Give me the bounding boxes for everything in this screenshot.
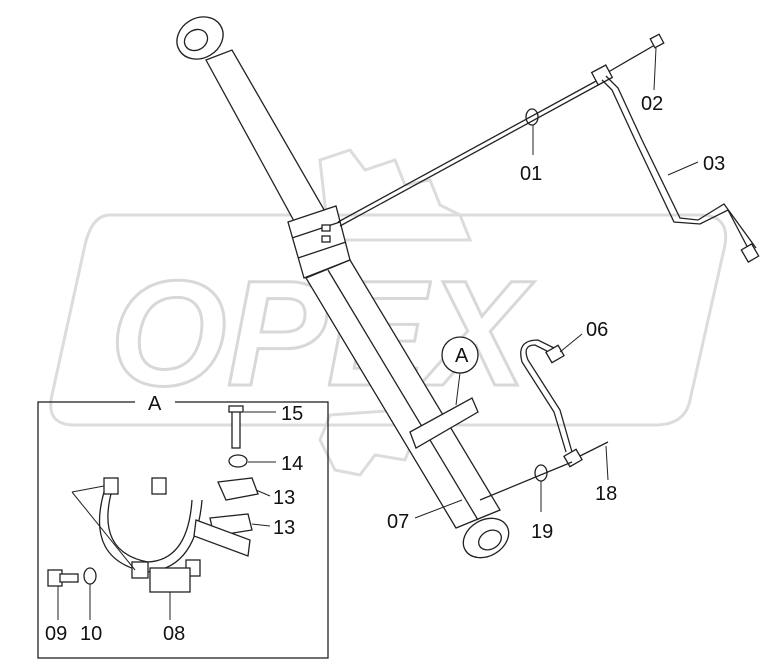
lower-hydraulic-line bbox=[479, 339, 609, 501]
callout-15: 15 bbox=[281, 403, 303, 425]
detail-view-label: A bbox=[148, 393, 162, 415]
callout-01: 01 bbox=[520, 163, 542, 185]
callout-19: 19 bbox=[531, 521, 553, 543]
callout-03: 03 bbox=[703, 153, 725, 175]
cylinder bbox=[176, 16, 510, 559]
callout-02: 02 bbox=[641, 93, 663, 115]
callout-18: 18 bbox=[595, 483, 617, 505]
callout-13-upper: 13 bbox=[273, 487, 295, 509]
callout-14: 14 bbox=[281, 453, 303, 475]
callout-13-lower: 13 bbox=[273, 517, 295, 539]
detail-parts bbox=[47, 405, 259, 593]
leader-lines bbox=[57, 47, 699, 620]
callout-10: 10 bbox=[80, 623, 102, 645]
callout-07: 07 bbox=[387, 511, 409, 533]
detail-callout-label: A bbox=[455, 345, 469, 367]
upper-hydraulic-line bbox=[337, 33, 760, 263]
callout-09: 09 bbox=[45, 623, 67, 645]
callout-08: 08 bbox=[163, 623, 185, 645]
callout-06: 06 bbox=[586, 319, 608, 341]
detail-view-box bbox=[37, 401, 329, 659]
